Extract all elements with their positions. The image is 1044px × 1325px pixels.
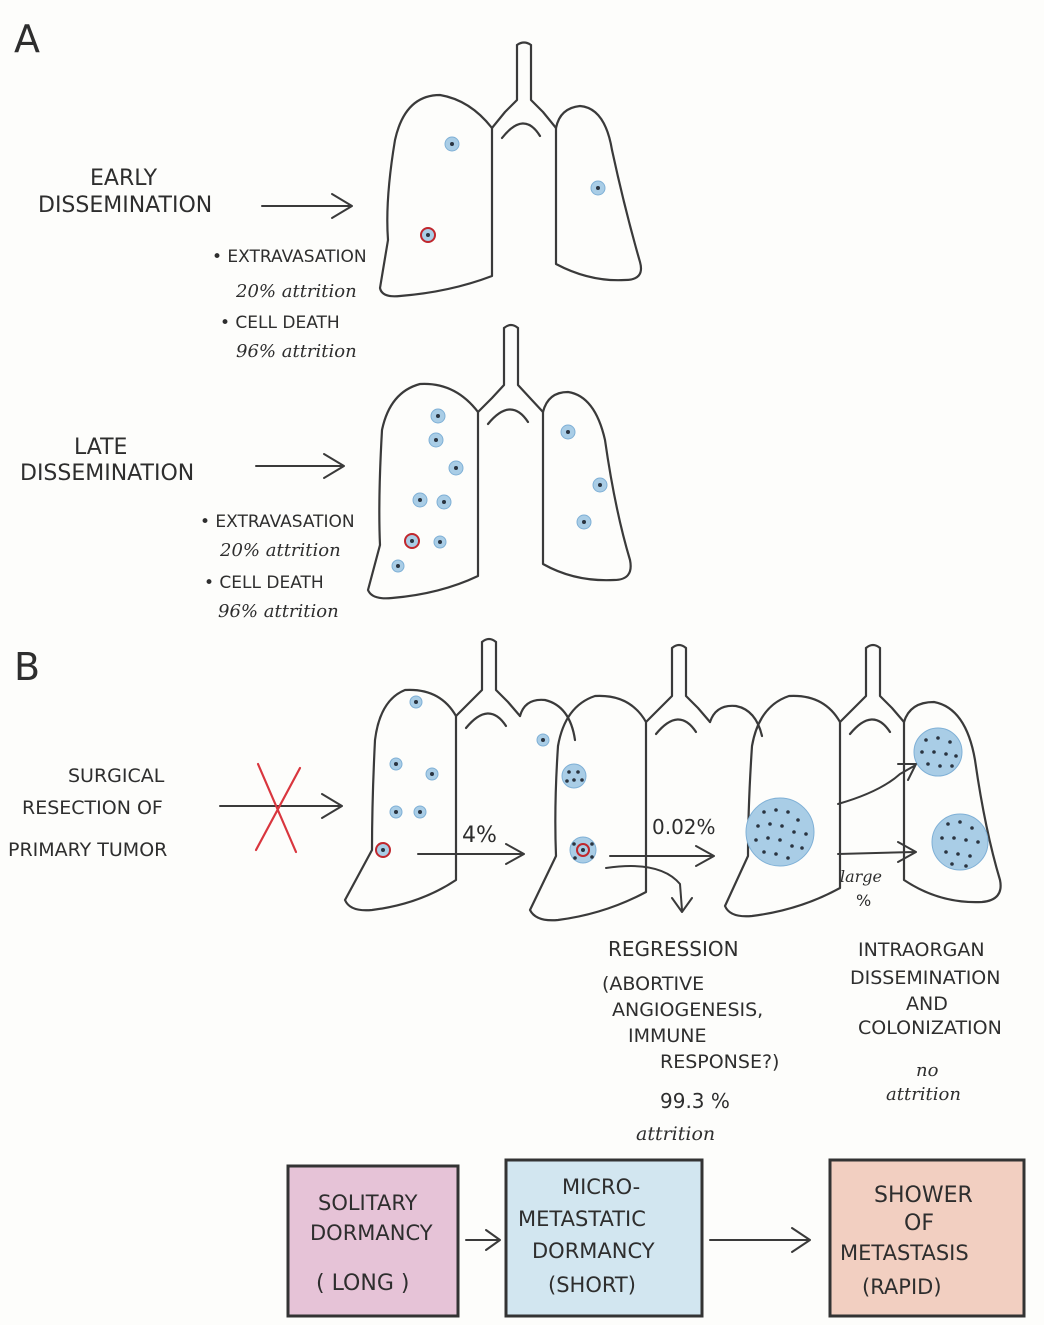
transition-4-percent: 4% xyxy=(462,823,497,848)
late-note2b: 96% attrition xyxy=(218,601,339,622)
box-solitary-line3: ( LONG ) xyxy=(316,1271,409,1296)
late-trachea xyxy=(478,325,543,412)
box-shower-line2: OF xyxy=(904,1211,934,1236)
box-solitary-line1: SOLITARY xyxy=(318,1191,418,1215)
surgery-line2: RESECTION OF xyxy=(22,797,163,819)
intraorgan-line1: INTRAORGAN xyxy=(858,939,985,961)
transition-large: large xyxy=(840,867,882,886)
early-note1: • EXTRAVASATION xyxy=(212,247,367,267)
regression-percent: 99.3 % xyxy=(660,1089,730,1113)
early-cells xyxy=(421,137,605,242)
large-metastasis xyxy=(746,798,814,866)
late-title-2: DISSEMINATION xyxy=(20,461,194,486)
intraorgan-no: no xyxy=(916,1060,939,1081)
arrow-box2-to-box3 xyxy=(710,1228,810,1252)
regression-line2: (ABORTIVE xyxy=(602,973,704,995)
box-shower-line3: METASTASIS xyxy=(840,1241,969,1265)
lungs-stage-2 xyxy=(530,645,762,920)
regression-line5: RESPONSE?) xyxy=(660,1051,779,1073)
box-micro-line4: (SHORT) xyxy=(548,1273,636,1297)
late-note1: • EXTRAVASATION xyxy=(200,512,355,532)
early-title-2: DISSEMINATION xyxy=(38,193,212,218)
box-micro-line3: DORMANCY xyxy=(532,1239,655,1263)
colonization-cluster-2 xyxy=(932,814,988,870)
micro-cluster-2 xyxy=(570,837,596,863)
box-solitary-dormancy: SOLITARY DORMANCY ( LONG ) xyxy=(288,1166,458,1316)
early-left-lung xyxy=(380,95,492,296)
intraorgan-line2: DISSEMINATION xyxy=(850,967,1000,989)
cross-mark xyxy=(256,764,300,852)
early-arrow xyxy=(262,194,352,218)
early-note2: • CELL DEATH xyxy=(220,313,340,333)
late-arrow xyxy=(256,454,344,478)
regression-line1: REGRESSION xyxy=(608,937,739,961)
late-lungs xyxy=(368,325,631,598)
colonization-cluster-1 xyxy=(914,728,962,776)
surgery-line1: SURGICAL xyxy=(68,765,165,787)
intraorgan-attrition: attrition xyxy=(886,1084,961,1105)
early-note2b: 96% attrition xyxy=(236,341,357,362)
regression-attrition: attrition xyxy=(636,1123,715,1145)
late-right-lung xyxy=(543,392,631,580)
early-trachea xyxy=(492,43,556,129)
late-title-1: LATE xyxy=(74,435,127,460)
transition-large-percent: % xyxy=(856,891,871,910)
intraorgan-line4: COLONIZATION xyxy=(858,1017,1002,1039)
box-shower-line4: (RAPID) xyxy=(862,1275,942,1299)
surgery-line3: PRIMARY TUMOR xyxy=(8,839,167,861)
box-micro-line2: METASTATIC xyxy=(518,1207,646,1231)
box-shower-of-metastasis: SHOWER OF METASTASIS (RAPID) xyxy=(830,1160,1024,1316)
surgery-arrow xyxy=(220,794,342,818)
late-cells xyxy=(392,409,607,572)
panel-a-label: A xyxy=(14,17,40,61)
late-note2: • CELL DEATH xyxy=(204,573,324,593)
late-note1b: 20% attrition xyxy=(219,540,341,561)
lungs-stage-1 xyxy=(345,639,575,910)
regression-line4: IMMUNE xyxy=(628,1025,707,1047)
transition-0-02-percent: 0.02% xyxy=(652,815,716,839)
panel-b-label: B xyxy=(14,645,40,689)
late-left-lung xyxy=(368,384,478,598)
intraorgan-line3: AND xyxy=(906,993,948,1015)
box-micrometastatic-dormancy: MICRO- METASTATIC DORMANCY (SHORT) xyxy=(506,1160,702,1316)
arrow-to-colonization-2 xyxy=(838,842,916,862)
early-lungs xyxy=(380,43,641,297)
regression-line3: ANGIOGENESIS, xyxy=(612,999,763,1021)
arrow-box1-to-box2 xyxy=(466,1230,500,1250)
box-shower-line1: SHOWER xyxy=(874,1183,973,1208)
box-solitary-line2: DORMANCY xyxy=(310,1221,433,1245)
early-title-1: EARLY xyxy=(90,166,158,191)
arrow-to-stage-3 xyxy=(610,846,714,866)
micro-cluster-1 xyxy=(562,764,586,788)
box-micro-line1: MICRO- xyxy=(562,1175,640,1199)
early-note1b: 20% attrition xyxy=(235,281,357,302)
